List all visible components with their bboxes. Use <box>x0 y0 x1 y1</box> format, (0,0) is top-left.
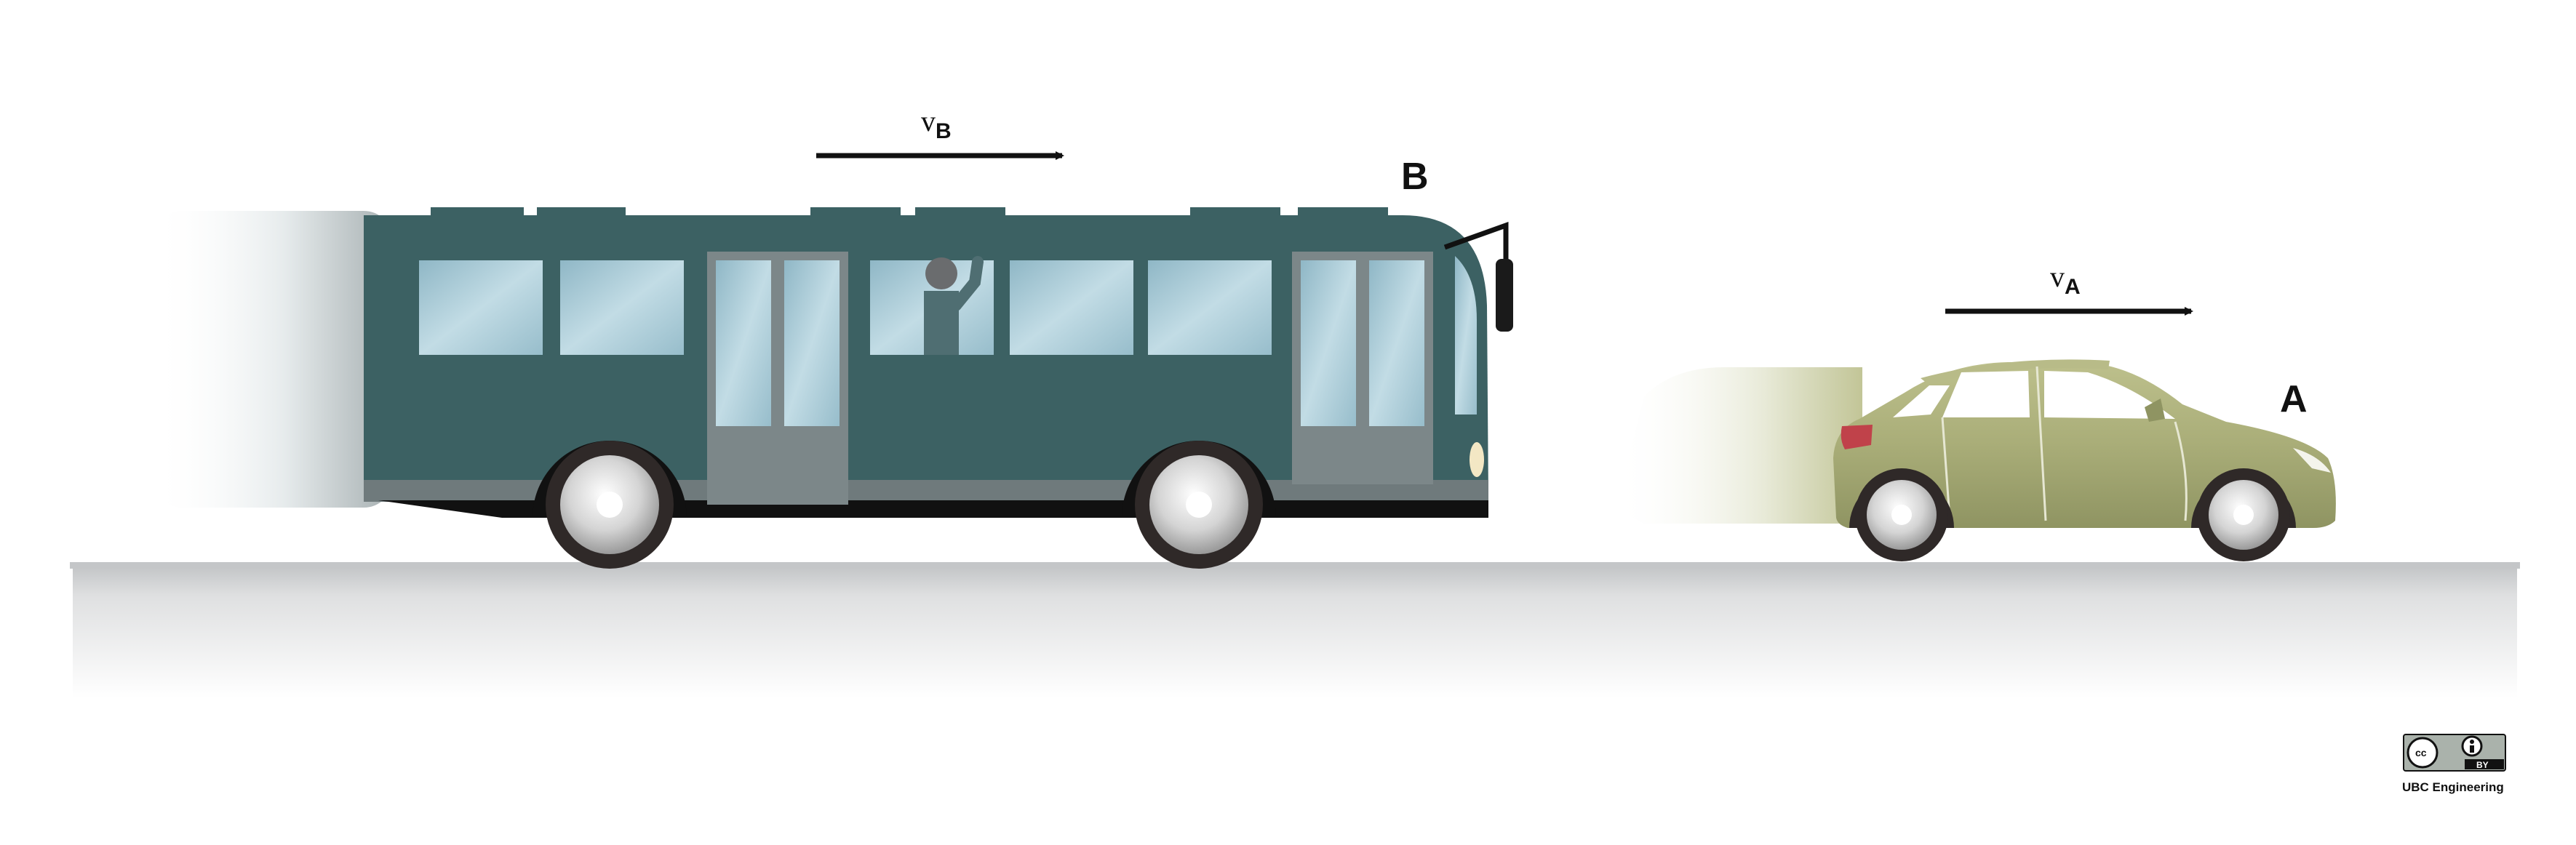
road-edge <box>70 562 2520 569</box>
bus-mirror-arm <box>1443 222 1509 262</box>
bus-wheel-front <box>1135 441 1263 569</box>
car-roof-spoiler <box>1921 359 2110 384</box>
bus-window <box>419 260 543 355</box>
bus-window <box>1148 260 1272 355</box>
car-rear-window <box>1893 385 1950 417</box>
bus-door-front <box>1292 252 1433 484</box>
car-tail-light <box>1841 425 1873 449</box>
bus-mirror <box>1496 259 1513 332</box>
passenger-icon <box>924 256 984 355</box>
road <box>70 562 2520 698</box>
bus-window <box>1010 260 1133 355</box>
bus-motion-trail <box>153 211 393 508</box>
creative-commons-icon: cc <box>2406 737 2439 769</box>
bus <box>364 207 1513 569</box>
car-wheel-rear <box>1855 468 1948 561</box>
car-side-window-front <box>2044 371 2175 419</box>
svg-text:cc: cc <box>2415 747 2427 758</box>
car-door-lines <box>1941 366 2188 521</box>
bus-label: B <box>1401 156 1429 198</box>
car-label: A <box>2280 378 2308 420</box>
car-wheel-front <box>2197 468 2290 561</box>
road-surface <box>73 562 2517 698</box>
bus-door-middle <box>707 252 848 505</box>
bus-front-window <box>1455 256 1477 415</box>
license-badge: cc BY <box>2403 734 2506 772</box>
velocity-b-label: vB <box>921 105 952 143</box>
velocity-vector-b: vB <box>816 105 1064 160</box>
bus-headlight <box>1470 442 1484 477</box>
bus-wheel-rear <box>546 441 674 569</box>
velocity-a-label: vA <box>2050 260 2081 299</box>
attribution-icon <box>2461 735 2483 757</box>
velocity-vector-a: vA <box>1945 260 2193 316</box>
car-mirror <box>2145 399 2165 422</box>
bus-window <box>560 260 684 355</box>
car <box>1833 359 2336 561</box>
car-side-window-rear <box>1942 371 2030 417</box>
car-motion-trail <box>1615 367 1862 524</box>
license-by-text: BY <box>2476 760 2489 770</box>
credit-text: UBC Engineering <box>2402 780 2504 794</box>
car-headlight <box>2293 448 2331 473</box>
bus-roof-vents <box>431 207 1388 217</box>
